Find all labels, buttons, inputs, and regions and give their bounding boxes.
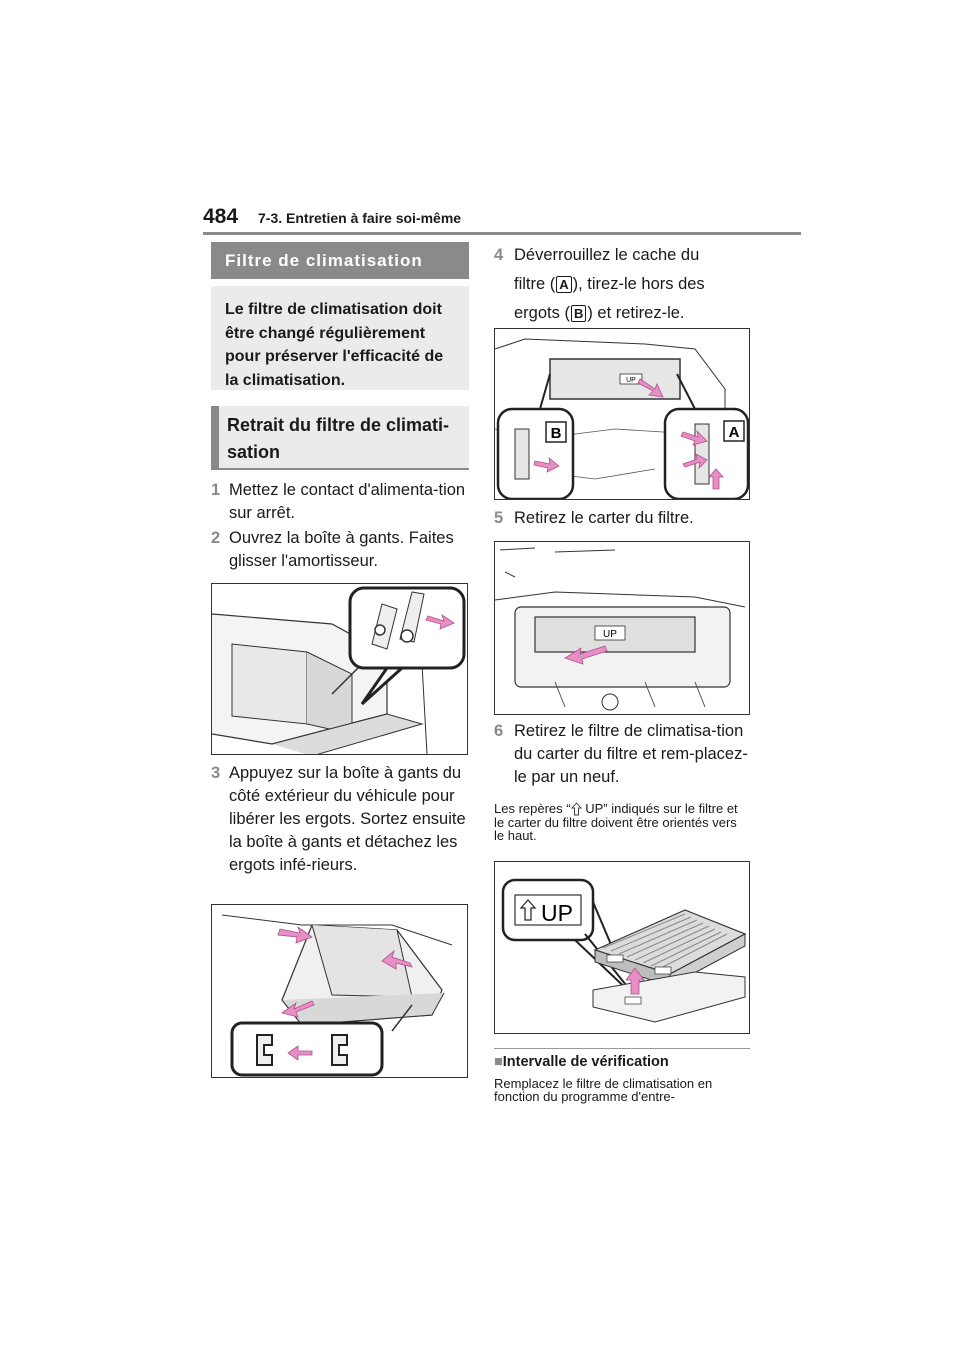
step-text: Appuyez sur la boîte à gants du côté ext… bbox=[229, 764, 466, 874]
step-text: Ouvrez la boîte à gants. Faites glisser … bbox=[229, 529, 454, 570]
note-post: UP” indiqués sur le filtre et le carter … bbox=[494, 801, 738, 843]
step-number: 1 bbox=[211, 481, 221, 499]
step-number: 5 bbox=[494, 509, 504, 527]
step-4-line1: Déverrouillez le cache du bbox=[514, 246, 700, 264]
label-b-inline: B bbox=[570, 305, 587, 322]
footnote-rule bbox=[494, 1048, 750, 1049]
figure-filter-case: UP bbox=[494, 541, 750, 715]
step-2: 2 Ouvrez la boîte à gants. Faites glisse… bbox=[211, 527, 469, 573]
section-box-title: Filtre de climatisation bbox=[211, 242, 469, 279]
step-text: Retirez le filtre de climatisa-tion du c… bbox=[514, 722, 748, 786]
up-note: Les repères “ UP” indiqués sur le filtre… bbox=[494, 802, 750, 842]
label-a-inline: A bbox=[556, 276, 572, 293]
header-rule bbox=[203, 232, 801, 235]
step-text: Mettez le contact d'alimenta-tion sur ar… bbox=[229, 481, 466, 522]
figure-up-marks: UP bbox=[494, 861, 750, 1034]
step-number: 4 bbox=[494, 246, 504, 264]
step-1: 1 Mettez le contact d'alimenta-tion sur … bbox=[211, 479, 469, 525]
step-4-filtre-post: ), tirez-le hors des bbox=[572, 275, 705, 293]
label-a-figure: A bbox=[729, 424, 740, 441]
figure-damper bbox=[211, 583, 468, 755]
step-6: 6 Retirez le filtre de climatisa-tion du… bbox=[494, 720, 750, 789]
step-3: 3 Appuyez sur la boîte à gants du côté e… bbox=[211, 762, 469, 877]
step-number: 3 bbox=[211, 764, 221, 782]
interval-heading: ■Intervalle de vérification bbox=[494, 1054, 750, 1070]
figure-glovebox bbox=[211, 904, 468, 1078]
step-number: 2 bbox=[211, 529, 221, 547]
note-pre: Les repères “ bbox=[494, 801, 571, 816]
up-arrow-icon bbox=[570, 802, 582, 816]
step-4-filtre-pre: filtre ( bbox=[514, 275, 556, 293]
subheading: Retrait du filtre de climati-sation bbox=[211, 406, 469, 470]
page-number: 484 bbox=[203, 205, 239, 228]
step-4-ergots-pre: ergots ( bbox=[514, 304, 570, 322]
up-label-small: UP bbox=[626, 377, 636, 384]
square-bullet-icon: ■ bbox=[494, 1054, 503, 1070]
up-label-case: UP bbox=[603, 629, 617, 640]
step-text: Retirez le carter du filtre. bbox=[514, 509, 694, 527]
step-number: 6 bbox=[494, 722, 504, 740]
up-label-large: UP bbox=[541, 900, 573, 926]
figure-filter-cover: UP B A bbox=[494, 328, 750, 500]
section-title: 7-3. Entretien à faire soi-même bbox=[258, 210, 462, 226]
step-5: 5 Retirez le carter du filtre. bbox=[494, 507, 750, 530]
step-4-ergots-post: ) et retirez-le. bbox=[587, 304, 685, 322]
step-4: 4 Déverrouillez le cache du filtre (A), … bbox=[494, 241, 750, 328]
interval-text: Remplacez le filtre de climatisation en … bbox=[494, 1076, 713, 1104]
interval-title: Intervalle de vérification bbox=[502, 1054, 669, 1070]
label-b-figure: B bbox=[551, 425, 562, 442]
section-box-text: Le filtre de climatisation doit être cha… bbox=[211, 286, 469, 390]
